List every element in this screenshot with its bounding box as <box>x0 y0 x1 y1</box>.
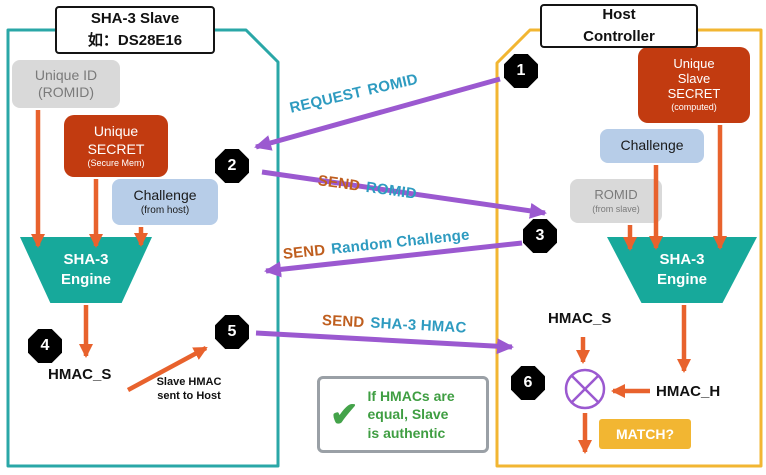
slave-hmac-note-line2: sent to Host <box>157 389 221 402</box>
send-hmac-arrow <box>255 330 514 355</box>
match-result-box: MATCH? <box>599 419 691 449</box>
step-badge-3: 3 <box>523 219 557 253</box>
host-romid-line1: ROMID <box>594 187 638 203</box>
slave-secret-box: Unique SECRET (Secure Mem) <box>64 115 168 177</box>
host-hmac-s-label: HMAC_S <box>548 310 612 327</box>
slave-challenge-box: Challenge (from host) <box>112 179 218 225</box>
send-romid-object: ROMID <box>364 178 418 203</box>
step-badge-4: 4 <box>28 329 62 363</box>
slave-engine-line2: Engine <box>60 271 111 288</box>
host-secret-line3: SECRET <box>667 86 721 102</box>
slave-challenge-line1: Challenge <box>133 187 197 204</box>
send-romid-verb: SEND <box>316 172 362 195</box>
slave-engine-line1: SHA-3 <box>63 250 109 268</box>
slave-secret-line3: (Secure Mem) <box>87 158 145 169</box>
authentic-note-box: ✔ If HMACs are equal, Slave is authentic <box>317 376 489 453</box>
slave-hmac-s-label: HMAC_S <box>48 366 112 383</box>
slave-title-line1: SHA-3 Slave <box>90 10 180 28</box>
request-romid-verb: REQUEST <box>288 83 364 117</box>
authentic-note-line2: equal, Slave <box>367 406 449 423</box>
checkmark-icon: ✔ <box>330 395 359 434</box>
send-hmac-object: SHA-3 HMAC <box>369 314 467 337</box>
step-badge-2: 2 <box>215 149 249 183</box>
slave-sha3-engine: SHA-3 Engine <box>20 237 152 303</box>
host-challenge-box: Challenge <box>600 129 704 163</box>
host-sha3-engine: SHA-3 Engine <box>607 237 757 303</box>
slave-secret-line1: Unique <box>93 123 139 140</box>
host-challenge-label: Challenge <box>620 137 684 154</box>
authentic-note-line1: If HMACs are <box>367 388 455 405</box>
authentic-note-line3: is authentic <box>367 424 446 441</box>
slave-unique-id-line1: Unique ID <box>34 66 98 83</box>
slave-unique-id-line2: (ROMID) <box>38 84 94 100</box>
host-engine-line1: SHA-3 <box>659 250 705 268</box>
host-engine-line2: Engine <box>656 271 707 288</box>
send-hmac-verb: SEND <box>321 312 365 332</box>
send-challenge-verb: SEND <box>282 241 327 263</box>
host-romid-box: ROMID (from slave) <box>570 179 662 223</box>
request-romid-object: ROMID <box>365 70 420 99</box>
slave-hmac-note-line1: Slave HMAC <box>156 376 222 388</box>
authentic-note-text: If HMACs are equal, Slave is authentic <box>368 387 455 442</box>
slave-secret-line2: SECRET <box>87 140 145 157</box>
slave-unique-id-box: Unique ID (ROMID) <box>12 60 120 108</box>
host-hmac-h-label: HMAC_H <box>656 383 721 400</box>
step-badge-1: 1 <box>504 54 538 88</box>
host-romid-line2: (from slave) <box>592 203 640 214</box>
step-badge-6: 6 <box>511 366 545 400</box>
slave-panel-title: SHA-3 Slave 如：DS28E16 <box>55 6 215 54</box>
slave-title-line2: 如：DS28E16 <box>87 32 183 49</box>
slave-challenge-line2: (from host) <box>140 204 190 216</box>
comparator-xor-icon <box>564 368 606 410</box>
slave-hmac-note: Slave HMAC sent to Host <box>146 376 232 404</box>
host-secret-box: Unique Slave SECRET (computed) <box>638 47 750 123</box>
send-challenge-object: Random Challenge <box>330 226 471 258</box>
host-secret-line4: (computed) <box>671 102 717 112</box>
host-panel-title: Host Controller <box>540 4 698 48</box>
host-secret-line2: Slave <box>677 71 711 87</box>
step-badge-5: 5 <box>215 315 249 349</box>
host-title-line1: Host <box>602 6 636 24</box>
host-title-line2: Controller <box>583 28 655 45</box>
host-secret-line1: Unique <box>673 56 715 72</box>
